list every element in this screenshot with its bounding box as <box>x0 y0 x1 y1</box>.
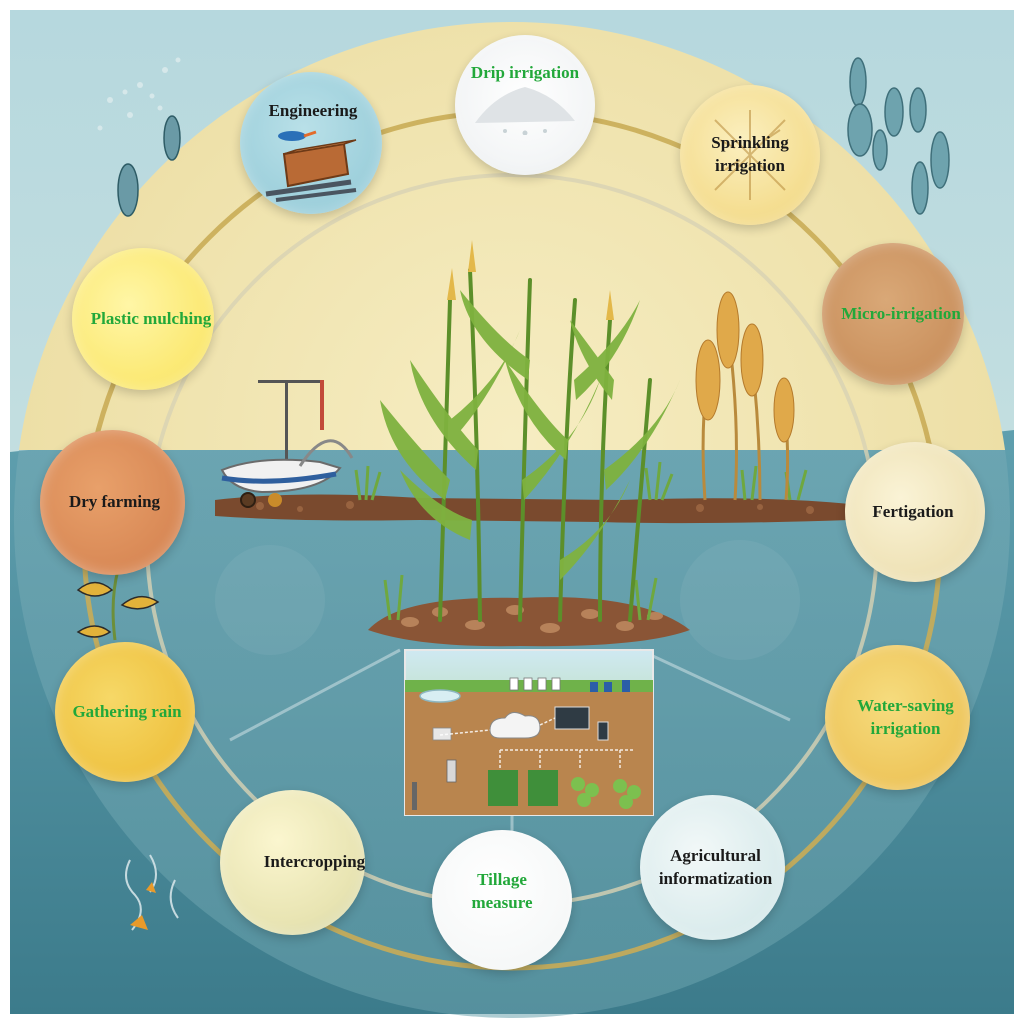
water-bubble-right <box>680 540 800 660</box>
node-gathering-rain[interactable]: Gathering rain <box>55 642 195 782</box>
node-plastic-mulching[interactable]: Plastic mulching <box>72 248 214 390</box>
left-sprout <box>76 569 160 641</box>
wheat-straw-icon <box>714 110 786 200</box>
soil-mound <box>368 597 690 647</box>
wheat <box>695 291 795 501</box>
label-sprinkling-irrigation: Sprinkling irrigation <box>711 133 789 175</box>
label-drip-irrigation: Drip irrigation <box>470 62 580 82</box>
bottom-left-seed <box>130 915 148 930</box>
farm-machine <box>220 380 354 508</box>
top-right-leaves <box>847 57 950 215</box>
label-fertigation: Fertigation <box>872 501 954 521</box>
drip-cloud-icon <box>475 87 575 135</box>
top-left-leaves <box>117 115 181 217</box>
top-left-droplets <box>97 57 181 131</box>
node-micro-irrigation[interactable]: Micro-irrigation <box>822 243 964 385</box>
node-drip-irrigation[interactable]: Drip irrigation <box>455 35 595 175</box>
water-bubble-left <box>215 545 325 655</box>
soil-stones <box>256 501 814 514</box>
bottom-left-seed-small <box>146 882 156 893</box>
node-sprinkling-irrigation[interactable]: Sprinkling irrigation <box>680 85 820 225</box>
engineering-tank-icon <box>265 130 357 202</box>
grass-tufts <box>354 461 808 621</box>
node-tillage-measure[interactable]: Tillage measure <box>432 830 572 970</box>
corn-tassels <box>447 240 614 320</box>
label-micro-irrigation: Micro-irrigation <box>841 303 961 323</box>
label-tillage-measure: Tillage measure <box>471 870 533 912</box>
node-dry-farming[interactable]: Dry farming <box>40 430 185 575</box>
label-water-saving-irrigation: Water-saving irrigation <box>857 695 954 738</box>
node-intercropping[interactable]: Intercropping <box>220 790 365 935</box>
label-gathering-rain: Gathering rain <box>72 701 182 721</box>
node-fertigation[interactable]: Fertigation <box>845 442 985 582</box>
label-agricultural-informatization: Agricultural informatization <box>658 845 773 888</box>
corn-leaves <box>380 290 680 580</box>
smart-farming-panel <box>404 649 654 816</box>
label-engineering: Engineering <box>268 100 358 120</box>
label-plastic-mulching: Plastic mulching <box>90 308 212 328</box>
label-intercropping: Intercropping <box>263 852 366 872</box>
node-agricultural-informatization[interactable]: Agricultural informatization <box>640 795 785 940</box>
label-dry-farming: Dry farming <box>68 492 161 512</box>
soil-strip <box>215 494 850 524</box>
node-engineering[interactable]: Engineering <box>240 72 382 214</box>
node-water-saving-irrigation[interactable]: Water-saving irrigation <box>825 645 970 790</box>
